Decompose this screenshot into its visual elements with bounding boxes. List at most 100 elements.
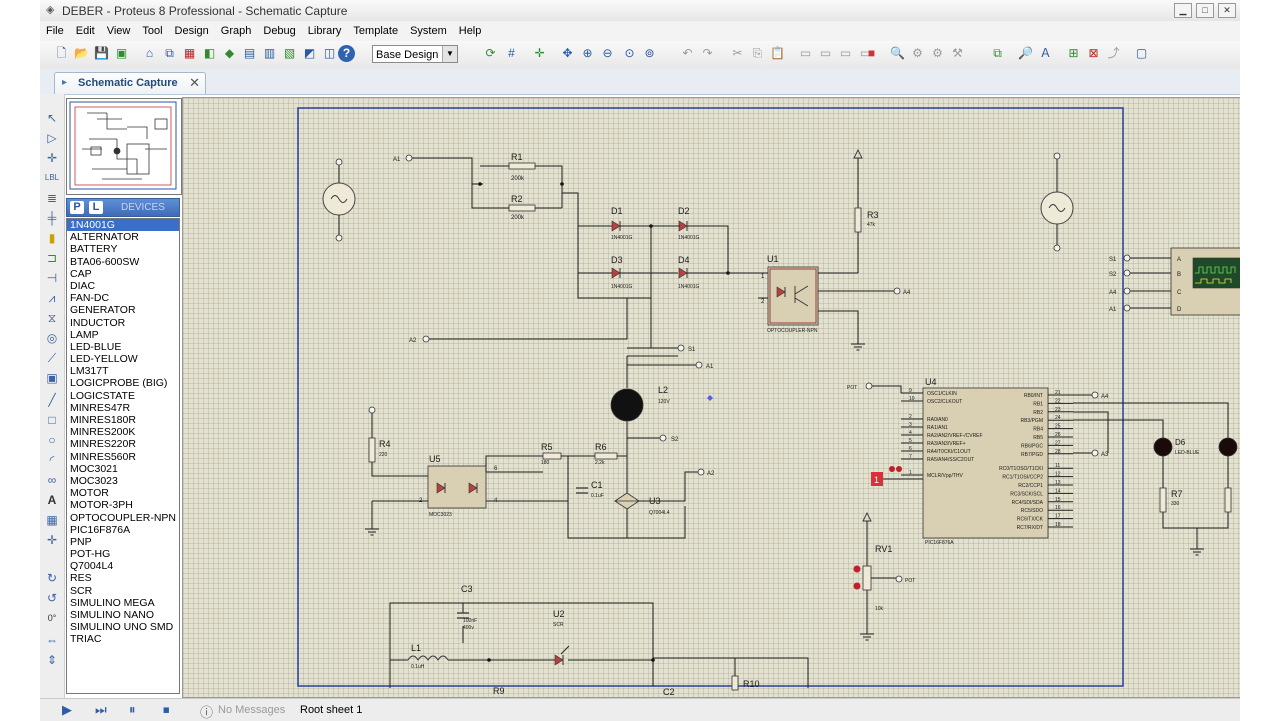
wire-autorouter-icon[interactable]: ⧉ xyxy=(993,46,1002,60)
device-list-item[interactable]: LED-YELLOW xyxy=(70,353,138,366)
pick-parts-icon[interactable]: 🔍 xyxy=(890,46,905,60)
device-list-item[interactable]: LM317T xyxy=(70,365,109,378)
zoom-out-icon[interactable]: ⊖ xyxy=(602,46,613,60)
path-tool-icon[interactable]: ∞ xyxy=(47,473,57,487)
minimize-button[interactable]: ▁ xyxy=(1174,3,1192,18)
home-icon[interactable]: ⌂ xyxy=(145,46,154,60)
device-list-item[interactable]: 1N4001G xyxy=(67,219,179,232)
help-icon[interactable]: ? xyxy=(338,45,355,62)
selection-mode-icon[interactable]: ↖ xyxy=(46,111,58,125)
copy-icon[interactable]: ⎘ xyxy=(752,46,763,60)
device-pins-icon[interactable]: ⊣ xyxy=(46,271,58,285)
pick-devices-button[interactable]: P xyxy=(70,201,84,214)
origin-icon[interactable]: ✛ xyxy=(534,46,545,60)
save-icon[interactable]: 💾 xyxy=(94,46,109,60)
redo-icon[interactable]: ↷ xyxy=(702,46,713,60)
library-manager-button[interactable]: L xyxy=(89,201,103,214)
rotate-anticlockwise-icon[interactable]: ↺ xyxy=(46,591,58,605)
menu-library[interactable]: Library xyxy=(307,25,342,37)
packaging-tool-icon[interactable]: ⚙ xyxy=(932,46,943,60)
menu-file[interactable]: File xyxy=(46,25,64,37)
device-list-item[interactable]: GENERATOR xyxy=(70,304,136,317)
menu-system[interactable]: System xyxy=(410,25,447,37)
close-button[interactable]: ✕ xyxy=(1218,3,1236,18)
tape-recorder-icon[interactable]: ⧖ xyxy=(47,311,57,325)
generator-mode-icon[interactable]: ◎ xyxy=(46,331,58,345)
marker-tool-icon[interactable]: ✛ xyxy=(46,533,58,547)
exit-parent-icon[interactable]: ⤴ xyxy=(1107,46,1120,60)
buses-icon[interactable]: ╪ xyxy=(47,211,57,225)
netlist-icon[interactable]: ▢ xyxy=(1135,46,1148,60)
step-button[interactable]: ⏭ xyxy=(95,702,107,717)
make-device-icon[interactable]: ⚙ xyxy=(912,46,923,60)
property-assign-icon[interactable]: Ａ xyxy=(1039,46,1052,60)
menu-view[interactable]: View xyxy=(106,25,131,37)
play-button[interactable]: ▶ xyxy=(62,702,72,717)
device-list-item[interactable]: LOGICPROBE (BIG) xyxy=(70,377,168,390)
device-list-item[interactable]: POT-HG xyxy=(70,548,111,561)
device-list-item[interactable]: FAN-DC xyxy=(70,292,110,305)
graph-mode-icon[interactable]: ⩘ xyxy=(48,291,56,305)
menu-design[interactable]: Design xyxy=(174,25,209,37)
subcircuit-icon[interactable]: ▮ xyxy=(48,231,56,245)
device-list-item[interactable]: RES xyxy=(70,572,92,585)
device-list-item[interactable]: Q7004L4 xyxy=(70,560,114,573)
device-list-item[interactable]: MINRES220R xyxy=(70,438,136,451)
device-list-item[interactable]: LOGICSTATE xyxy=(70,389,135,402)
wire-label-icon[interactable]: LBL xyxy=(44,173,60,182)
terminals-icon[interactable]: ⊐ xyxy=(46,251,58,265)
menu-edit[interactable]: Edit xyxy=(75,25,95,37)
device-list-item[interactable]: INDUCTOR xyxy=(70,316,126,329)
device-list-item[interactable]: MOTOR xyxy=(70,487,109,500)
probe-icon[interactable]: ⟋ xyxy=(47,351,57,365)
device-list-item[interactable]: MOC3023 xyxy=(70,474,118,487)
new-file-icon[interactable]: 🗋 xyxy=(56,46,67,60)
3d-view-icon[interactable]: ◆ xyxy=(224,46,235,60)
text-tool-icon[interactable]: A xyxy=(47,493,57,507)
menu-graph[interactable]: Graph xyxy=(220,25,252,37)
device-list-item[interactable]: CAP xyxy=(70,267,92,280)
gerber-icon[interactable]: ◧ xyxy=(203,46,216,60)
grid-toggle-icon[interactable]: # xyxy=(508,46,515,60)
menu-help[interactable]: Help xyxy=(458,25,482,37)
device-list-item[interactable]: MOC3021 xyxy=(70,462,118,475)
box-tool-icon[interactable]: □ xyxy=(48,413,56,427)
zoom-area-icon[interactable]: ⊚ xyxy=(644,46,655,60)
device-list-item[interactable]: TRIAC xyxy=(70,633,102,646)
mirror-horizontal-icon[interactable]: ⇔ xyxy=(46,633,58,647)
search-tag-icon[interactable]: 🔎 xyxy=(1018,46,1033,60)
project-notes-icon[interactable]: ▧ xyxy=(283,46,296,60)
device-list-item[interactable]: MINRES560R xyxy=(70,450,136,463)
block-move-icon[interactable]: ▭ xyxy=(819,46,832,60)
block-copy-icon[interactable]: ▭ xyxy=(799,46,812,60)
menu-template[interactable]: Template xyxy=(353,25,399,37)
undo-icon[interactable]: ↶ xyxy=(682,46,693,60)
close-tab-icon[interactable]: ✕ xyxy=(189,75,200,90)
device-list-item[interactable]: LED-BLUE xyxy=(70,340,122,353)
stop-button[interactable]: ⏹ xyxy=(163,702,170,717)
source-code-icon[interactable]: ▥ xyxy=(263,46,276,60)
messages-status[interactable]: No Messages xyxy=(218,704,286,716)
component-mode-icon[interactable]: ▷ xyxy=(47,131,57,145)
junction-dot-icon[interactable]: ✛ xyxy=(46,151,58,165)
library-icon[interactable]: ◫ xyxy=(323,46,336,60)
device-list-item[interactable]: ALTERNATOR xyxy=(70,231,139,244)
refresh-icon[interactable]: ⟳ xyxy=(485,46,496,60)
device-list-item[interactable]: MINRES200K xyxy=(70,426,136,439)
device-list-item[interactable]: PIC16F876A xyxy=(70,523,131,536)
block-erase-icon[interactable]: ■ xyxy=(867,46,876,60)
cut-icon[interactable]: ✂ xyxy=(732,46,743,60)
device-list-item[interactable]: LAMP xyxy=(70,328,99,341)
app-icon[interactable]: ◈ xyxy=(46,4,55,16)
mirror-vertical-icon[interactable]: ⇕ xyxy=(46,653,58,667)
symbol-tool-icon[interactable]: ▦ xyxy=(46,513,58,527)
decompose-icon[interactable]: ⚒ xyxy=(952,46,963,60)
design-variant-select[interactable]: Base Design ▼ xyxy=(372,45,458,63)
block-rotate-icon[interactable]: ▭ xyxy=(839,46,852,60)
paste-icon[interactable]: 📋 xyxy=(770,46,785,60)
rotate-clockwise-icon[interactable]: ↻ xyxy=(46,571,58,585)
overview-window[interactable] xyxy=(66,98,182,195)
zoom-all-icon[interactable]: ⊙ xyxy=(624,46,635,60)
